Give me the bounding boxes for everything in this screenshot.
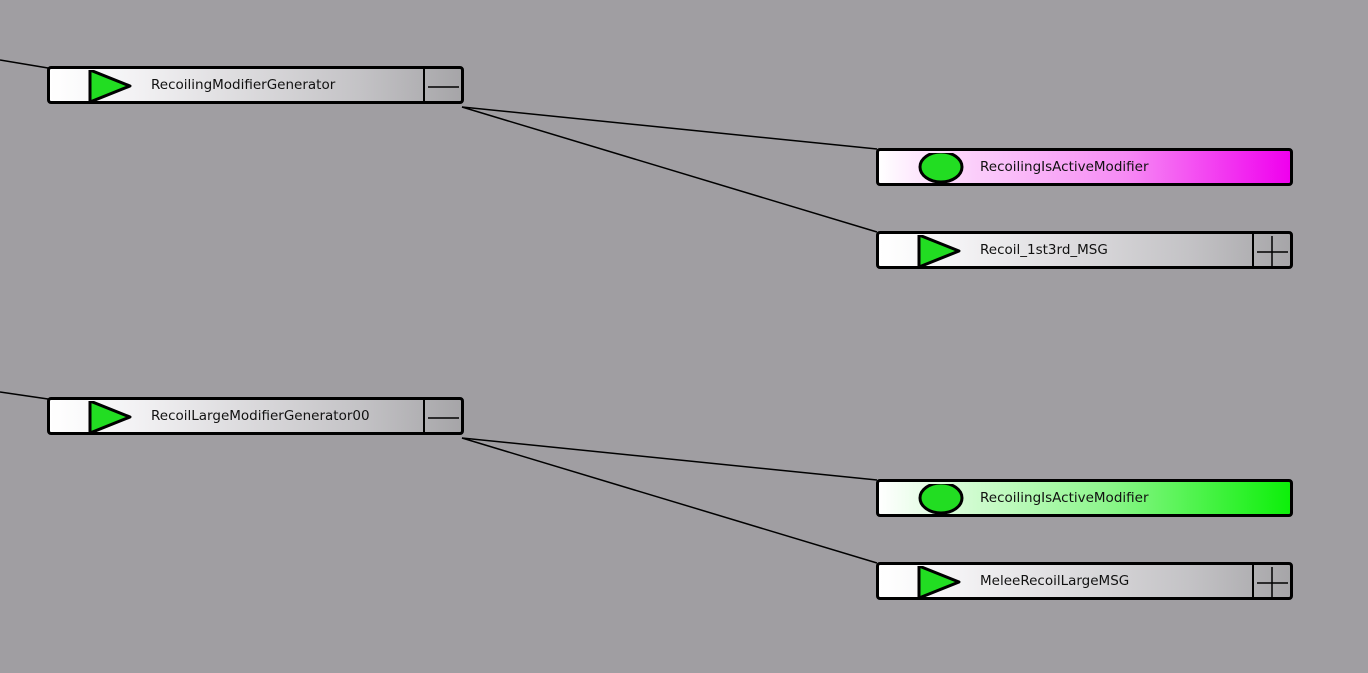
play-triangle-icon [917,566,961,598]
expand-plus-icon [1257,567,1288,597]
connection-line [0,59,49,69]
green-circle-icon [918,153,964,184]
node-label: RecoilingIsActiveModifier [980,490,1149,506]
node-recoil-1st3rd-msg[interactable]: Recoil_1st3rd_MSG [876,231,1293,269]
expand-plus-icon [1257,236,1288,266]
connection-line [461,106,878,233]
connection-line [461,437,878,564]
node-recoiling-is-active-modifier[interactable]: RecoilingIsActiveModifier [876,148,1293,186]
expand-button[interactable] [1252,565,1290,597]
play-triangle-icon [88,401,132,433]
node-recoiling-modifier-generator[interactable]: RecoilingModifierGenerator [47,66,464,104]
green-circle-icon [918,484,964,515]
collapse-button[interactable] [423,69,461,101]
node-recoiling-is-active-modifier[interactable]: RecoilingIsActiveModifier [876,479,1293,517]
node-label: RecoilLargeModifierGenerator00 [151,408,370,424]
connection-line [461,106,878,150]
connection-line [0,391,49,400]
node-melee-recoil-large-msg[interactable]: MeleeRecoilLargeMSG [876,562,1293,600]
node-label: MeleeRecoilLargeMSG [980,573,1130,589]
connection-line [461,437,878,481]
node-label: Recoil_1st3rd_MSG [980,242,1108,258]
expand-button[interactable] [1252,234,1290,266]
play-triangle-icon [88,70,132,102]
play-triangle-icon [917,235,961,267]
node-recoil-large-modifier-generator[interactable]: RecoilLargeModifierGenerator00 [47,397,464,435]
collapse-minus-icon [428,86,459,88]
node-label: RecoilingModifierGenerator [151,77,336,93]
collapse-button[interactable] [423,400,461,432]
collapse-minus-icon [428,417,459,419]
node-label: RecoilingIsActiveModifier [980,159,1149,175]
